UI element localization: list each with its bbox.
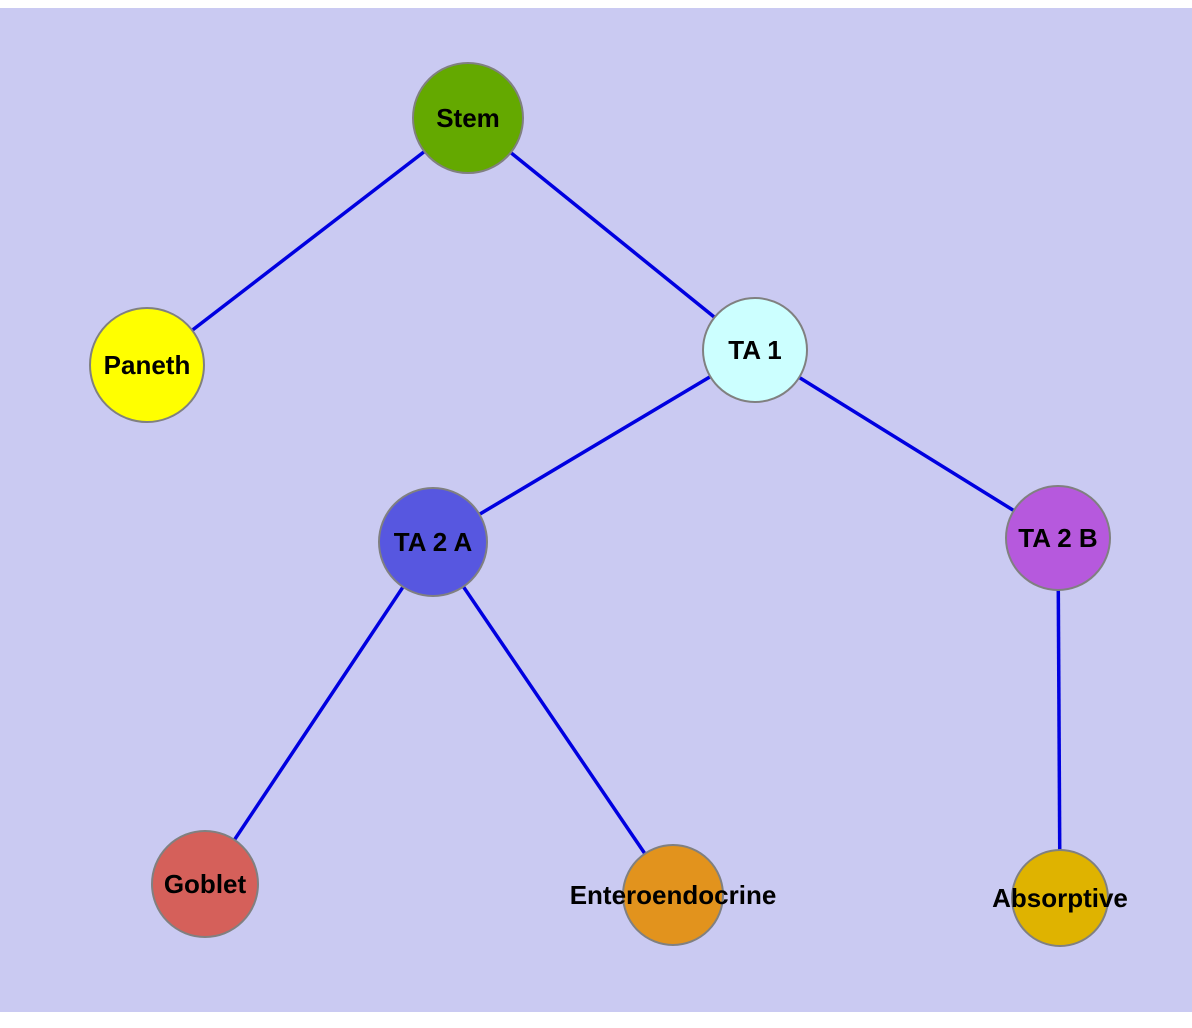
- node-ta1[interactable]: TA 1: [702, 297, 808, 403]
- node-label-goblet: Goblet: [164, 869, 247, 899]
- node-ta2a[interactable]: TA 2 A: [378, 487, 488, 597]
- node-paneth[interactable]: Paneth: [89, 307, 205, 423]
- node-label-stem: Stem: [436, 103, 500, 133]
- edge-ta1-ta2a: [432, 348, 756, 544]
- node-circle-ta2b[interactable]: [1005, 485, 1111, 591]
- node-enteroendocrine[interactable]: Enteroendocrine: [570, 844, 777, 946]
- node-label-ta2a: TA 2 A: [394, 527, 473, 557]
- node-ta2b[interactable]: TA 2 B: [1005, 485, 1111, 591]
- edge-ta2a-goblet: [203, 541, 435, 885]
- edge-stem-ta1: [466, 116, 757, 352]
- node-circle-stem[interactable]: [412, 62, 524, 174]
- node-label-absorptive: Absorptive: [992, 883, 1128, 913]
- edge-stem-paneth: [145, 116, 470, 367]
- edge-ta2a-enteroendocrine: [431, 541, 675, 896]
- node-circle-ta2a[interactable]: [378, 487, 488, 597]
- node-label-enteroendocrine: Enteroendocrine: [570, 880, 777, 910]
- node-label-ta1: TA 1: [728, 335, 781, 365]
- node-circle-goblet[interactable]: [151, 830, 259, 938]
- node-stem[interactable]: Stem: [412, 62, 524, 174]
- node-goblet[interactable]: Goblet: [151, 830, 259, 938]
- edge-ta1-ta2b: [754, 348, 1059, 540]
- node-circle-paneth[interactable]: [89, 307, 205, 423]
- node-circle-enteroendocrine[interactable]: [622, 844, 724, 946]
- node-label-paneth: Paneth: [104, 350, 191, 380]
- node-absorptive[interactable]: Absorptive: [992, 849, 1128, 947]
- edge-ta2b-absorptive: [1056, 537, 1062, 899]
- node-label-ta2b: TA 2 B: [1018, 523, 1097, 553]
- node-circle-ta1[interactable]: [702, 297, 808, 403]
- node-circle-absorptive[interactable]: [1011, 849, 1109, 947]
